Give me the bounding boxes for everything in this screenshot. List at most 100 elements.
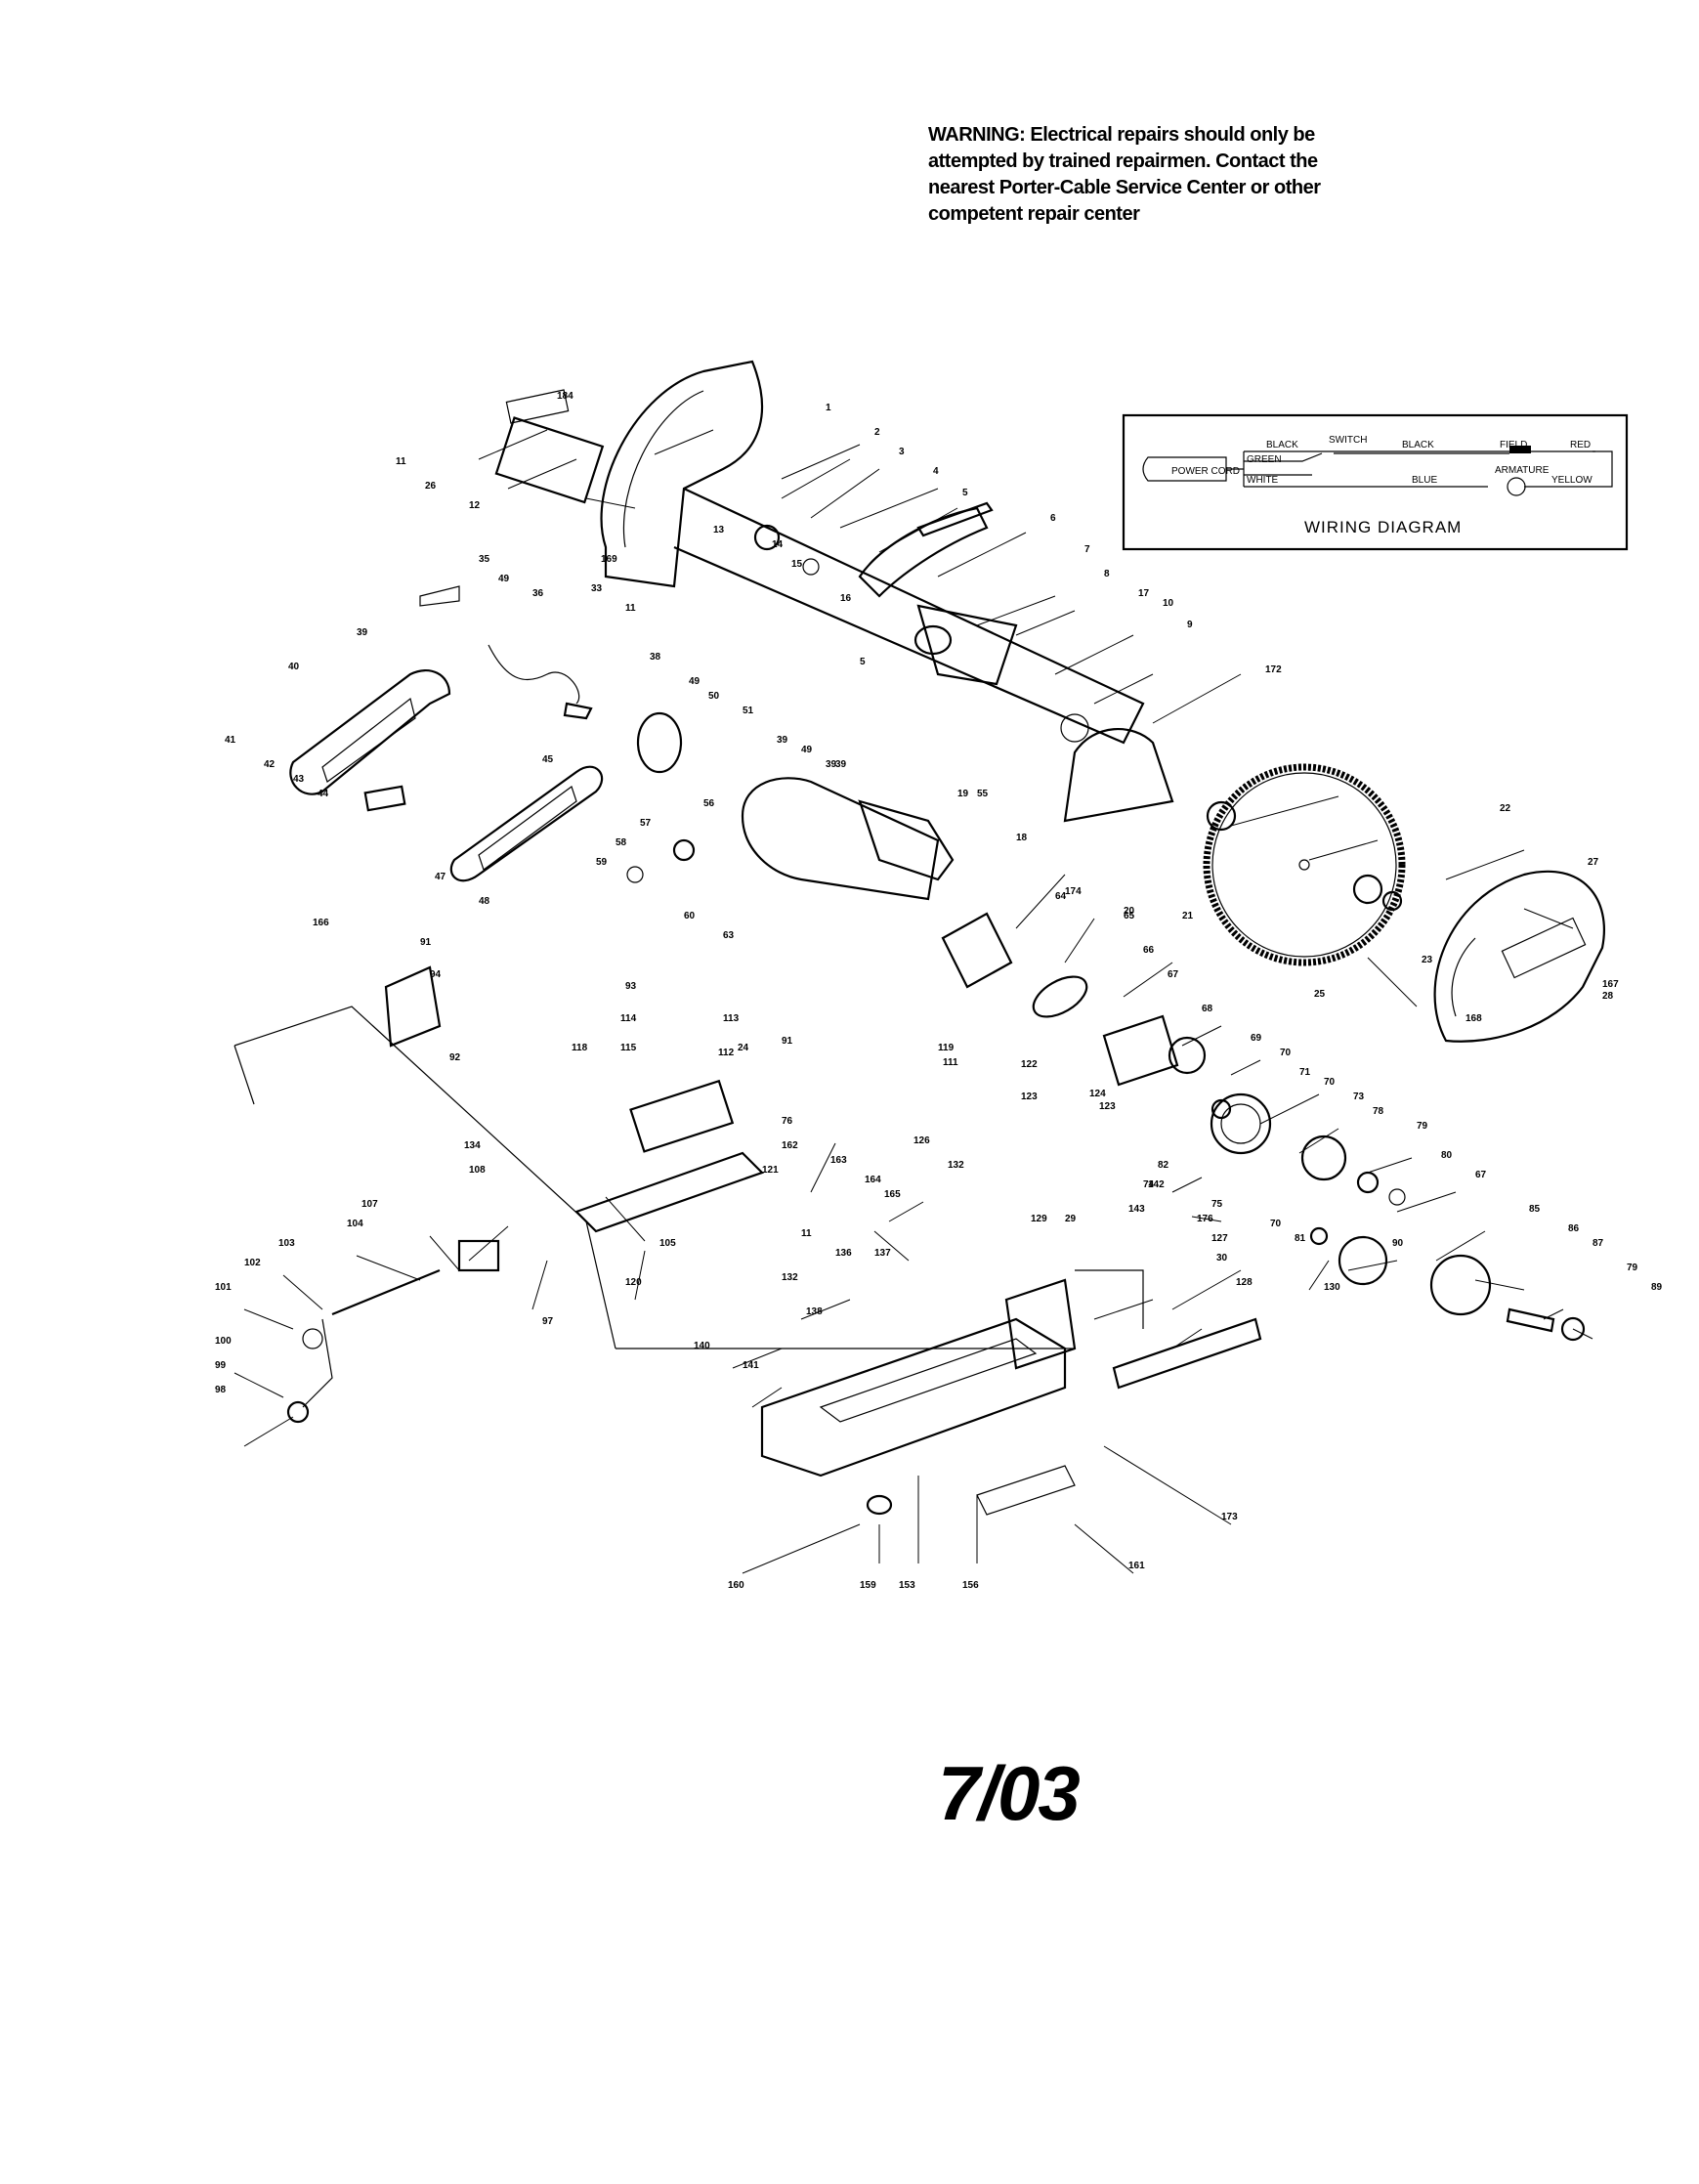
- wiring-label-green: GREEN: [1247, 454, 1282, 465]
- part-callout: 93: [625, 981, 637, 992]
- warning-text: WARNING: Electrical repairs should only …: [928, 122, 1436, 228]
- part-callout: 39: [357, 627, 368, 638]
- guard-window: [1501, 917, 1587, 979]
- part-callout: 45: [542, 754, 554, 765]
- part-callout: 112: [718, 1048, 735, 1058]
- part-callout: 105: [659, 1238, 676, 1249]
- part-callout: 36: [532, 588, 544, 599]
- part-callout: 123: [1099, 1101, 1116, 1112]
- bottom-cover-plate: [976, 1465, 1076, 1516]
- part-callout: 11: [625, 603, 636, 614]
- part-callout: 130: [1324, 1282, 1340, 1293]
- vise-screw: [331, 1268, 441, 1316]
- vise-crank: [302, 1318, 333, 1408]
- base-slot: [819, 1338, 1038, 1423]
- part-callout: 102: [244, 1258, 261, 1268]
- part-callout: 108: [469, 1165, 486, 1176]
- part-callout: 113: [723, 1013, 740, 1024]
- flange-washer: [1060, 713, 1089, 743]
- part-callout: 101: [215, 1282, 232, 1293]
- part-callout: 76: [782, 1116, 793, 1127]
- upper-arm-assembly: [494, 360, 1237, 832]
- lower-blade-guard: [1433, 870, 1605, 1043]
- part-callout: 126: [913, 1135, 930, 1146]
- part-callout: 164: [865, 1175, 881, 1185]
- armature-bearing: [1211, 1098, 1232, 1120]
- part-callout: 66: [1143, 945, 1155, 956]
- part-callout: 99: [215, 1360, 227, 1371]
- part-callout: 118: [572, 1043, 588, 1053]
- part-callout: 172: [1265, 664, 1282, 675]
- part-callout: 49: [689, 676, 701, 687]
- part-callout: 15: [791, 559, 803, 570]
- part-callout: 5: [962, 488, 968, 498]
- part-callout: 63: [723, 930, 735, 941]
- right-handle-half: [449, 765, 604, 882]
- arm-tube: [673, 488, 1145, 745]
- part-callout: 163: [830, 1155, 847, 1166]
- spindle-nut: [1560, 1316, 1586, 1342]
- cord-plug: [563, 702, 593, 720]
- part-callout: 153: [899, 1580, 915, 1591]
- spindle: [1506, 1307, 1555, 1333]
- part-callout: 92: [449, 1052, 461, 1063]
- fence-extension: [1112, 1317, 1262, 1390]
- handle-assembly: [289, 585, 955, 901]
- wiring-label-blue: BLUE: [1412, 475, 1437, 486]
- part-callout: 33: [591, 583, 603, 594]
- gear-plate: [1210, 1092, 1272, 1155]
- part-callout: 132: [782, 1272, 798, 1283]
- part-callout: 68: [1202, 1004, 1213, 1014]
- cover-plate: [494, 416, 605, 504]
- part-callout: 142: [1148, 1179, 1165, 1190]
- vise-bracket: [457, 1239, 500, 1272]
- part-callout: 124: [1089, 1089, 1106, 1099]
- spring-rod: [916, 501, 994, 537]
- armature-symbol: [1507, 477, 1526, 496]
- part-callout: 71: [1299, 1067, 1311, 1078]
- field-stator: [941, 912, 1013, 989]
- part-callout: 67: [1475, 1170, 1487, 1180]
- part-callout: 9: [1187, 620, 1193, 630]
- part-callout: 104: [347, 1219, 363, 1229]
- part-callout: 59: [596, 857, 608, 868]
- part-callout: 44: [318, 789, 329, 799]
- gear-case-cover: [1429, 1254, 1492, 1316]
- part-callout: 13: [713, 525, 725, 535]
- part-callout: 82: [1158, 1160, 1169, 1171]
- part-callout: 29: [1065, 1214, 1077, 1224]
- wiring-label-switch: SWITCH: [1329, 435, 1367, 446]
- armature: [1102, 1014, 1179, 1087]
- part-callout: 138: [806, 1306, 823, 1317]
- part-callout: 120: [625, 1277, 642, 1288]
- power-cord-plug: [1142, 456, 1227, 482]
- part-callout: 119: [938, 1043, 955, 1053]
- right-handle-opening: [478, 786, 577, 871]
- wiring-label-black-2: BLACK: [1402, 440, 1434, 450]
- warning-line-1: WARNING: Electrical repairs should only …: [928, 124, 1315, 146]
- part-callout: 165: [884, 1189, 901, 1200]
- wiring-diagram-title: WIRING DIAGRAM: [1304, 518, 1462, 536]
- part-callout: 169: [601, 554, 617, 565]
- part-callout: 60: [684, 911, 696, 921]
- part-callout: 38: [650, 652, 661, 663]
- part-callout: 30: [1216, 1253, 1228, 1263]
- part-callout: 43: [293, 774, 305, 785]
- part-callout: 40: [288, 662, 300, 672]
- part-callout: 41: [225, 735, 236, 746]
- part-callout: 159: [860, 1580, 876, 1591]
- part-callout: 24: [738, 1043, 749, 1053]
- blade-washer: [1381, 890, 1403, 912]
- part-callout: 123: [1021, 1092, 1038, 1102]
- part-callout: 173: [1221, 1512, 1238, 1522]
- part-callout: 168: [1465, 1013, 1482, 1024]
- wiring-diagram: POWER CORD BLACK SWITCH BLACK FIELD RED …: [1122, 413, 1629, 551]
- part-callout: 134: [464, 1140, 481, 1151]
- part-callout: 87: [1593, 1238, 1604, 1249]
- lower-guard-body: [1433, 870, 1605, 1043]
- part-callout: 14: [772, 539, 784, 550]
- part-callout: 4: [933, 466, 939, 477]
- part-callout: 91: [782, 1036, 793, 1047]
- field-coil: [1509, 446, 1531, 453]
